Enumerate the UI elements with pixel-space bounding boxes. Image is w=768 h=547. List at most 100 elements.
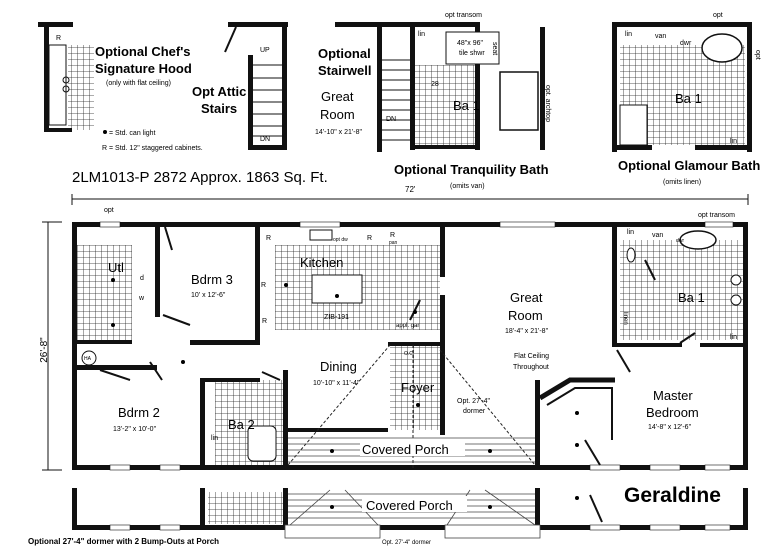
tub-icon <box>679 230 717 250</box>
tranquility-bath-note: (omits van) <box>450 183 485 190</box>
attic-stairs-inset: UP DN Opt Attic Stairs <box>192 22 288 150</box>
glamour-bath-title: Optional Glamour Bath <box>618 158 760 173</box>
attic-stairs-title-2: Stairs <box>201 101 237 116</box>
chefs-hood-note: (only with flat ceiling) <box>106 80 171 87</box>
chefs-hood-inset: R Optional Chef's Signature Hood (only w… <box>38 22 203 152</box>
alt-covered-porch-label: Covered Porch <box>366 498 453 513</box>
appliance-garage-label: appl. gar <box>396 323 419 329</box>
shower-size-label: 48"x 96" <box>457 40 484 47</box>
transom-label: opt transom <box>698 212 735 219</box>
bdrm3-size: 10' x 12'-6" <box>191 292 226 299</box>
master-bedroom-label: Master <box>653 388 693 403</box>
stairwell-title-2: Stairwell <box>318 63 371 78</box>
ba1-label: Ba 1 <box>678 290 705 305</box>
dwr-label: dwr <box>680 40 692 47</box>
lin-label: lin <box>418 31 425 38</box>
stairwell-room-size: 14'-10" x 21'-8" <box>315 129 362 136</box>
glamour-bath-inset: opt opt lin van dwr Ba 1 lin Optional Gl… <box>612 12 761 186</box>
main-floor-plan: Covered Porch opt Utl d w HA Bdrm 3 10' … <box>72 207 748 471</box>
kitchen-island <box>311 274 363 304</box>
plan-name: Geraldine <box>624 484 721 507</box>
covered-porch-label: Covered Porch <box>362 442 449 457</box>
dormer-label-2: dormer <box>463 408 486 415</box>
burner-icon <box>62 76 70 84</box>
lin-label: lin <box>211 435 218 442</box>
dining-label: Dining <box>320 359 357 374</box>
cabinet-r-label: R <box>390 232 395 239</box>
opt-label: opt <box>104 207 114 214</box>
shower-label: tile shwr <box>459 50 485 57</box>
stairwell-room-name: Great <box>321 89 354 104</box>
width-dimension: 72' <box>71 185 749 205</box>
toilet-icon <box>626 247 636 263</box>
legend-cabinets: R = Std. 12" staggered cabinets. <box>102 145 203 152</box>
depth-dim-label: 26'-8" <box>39 337 50 363</box>
alt-plan-caption: Optional 27'-4" dormer with 2 Bump-Outs … <box>28 537 219 546</box>
tranquility-bath-title: Optional Tranquility Bath <box>394 162 549 177</box>
up-label: UP <box>260 47 270 54</box>
sink-icon <box>730 294 742 306</box>
cabinet-r-label: R <box>262 318 267 325</box>
stairwell-dn-label: DN <box>386 116 396 123</box>
van-label: van <box>652 232 663 239</box>
master-bedroom-label-2: Bedroom <box>646 405 699 420</box>
linen-label: linen <box>622 312 628 325</box>
ceiling-note: Flat Ceiling <box>514 353 549 360</box>
lin-label: lin <box>627 229 634 236</box>
cabinet-r-label: R <box>367 235 372 242</box>
stairwell-title: Optional <box>318 46 371 61</box>
ha-label: HA <box>84 356 92 362</box>
archtop-label: opt. archtop <box>544 85 551 122</box>
legend-can-light: = Std. can light <box>109 130 156 137</box>
bdrm3-label: Bdrm 3 <box>191 272 233 287</box>
oc-label: O.C. <box>404 351 414 357</box>
tranquility-bath-inset: opt transom 48"x 96" tile shwr seat lin … <box>394 12 551 190</box>
island-label: ZIB-191 <box>324 314 349 321</box>
lin-label: lin <box>625 31 632 38</box>
model-line: 2LM1013-P 2872 Approx. 1863 Sq. Ft. <box>72 169 328 186</box>
width-dim-label: 72' <box>405 185 416 194</box>
can-light-icon <box>103 130 107 134</box>
tub-icon <box>247 425 277 462</box>
cabinet-r-label: R <box>266 235 271 242</box>
burner-icon <box>62 85 70 93</box>
stairwell-inset: DN Optional Stairwell Great Room 14'-10"… <box>315 22 475 152</box>
ba1-label: Ba 1 <box>675 91 702 106</box>
great-room-size: 18'-4" x 21'-8" <box>505 328 549 335</box>
lin-label-2: lin <box>730 138 737 145</box>
bdrm2-size: 13'-2" x 10'-0" <box>113 426 157 433</box>
stairwell-room-name-2: Room <box>320 107 355 122</box>
cabinet-r-label: R <box>56 35 61 42</box>
covered-porch: Covered Porch <box>288 437 535 463</box>
great-room-label-2: Room <box>508 308 543 323</box>
foyer-label: Foyer <box>401 380 435 395</box>
washer-label: w <box>138 295 145 302</box>
dimension-label: 28 <box>431 81 439 88</box>
master-bedroom-size: 14'-8" x 12'-6" <box>648 424 692 431</box>
seat-label: seat <box>491 42 498 55</box>
opt-label: opt <box>713 12 723 19</box>
kitchen-label: Kitchen <box>300 255 343 270</box>
glamour-bath-note: (omits linen) <box>663 179 701 186</box>
van-label: van <box>655 33 666 40</box>
cabinet-r-label: R <box>261 282 266 289</box>
attic-stairs-title: Opt Attic <box>192 84 246 99</box>
lin-label-2: lin <box>730 334 737 341</box>
dining-size: 10'-10" x 11'-4" <box>313 380 360 387</box>
depth-dimension: 26'-8" <box>39 221 62 471</box>
ba2-label: Ba 2 <box>228 417 255 432</box>
pantry-label: pan <box>389 240 398 246</box>
dn-label: DN <box>260 136 270 143</box>
tub-icon <box>701 33 743 63</box>
ha-icon <box>81 350 97 366</box>
alt-dormer-label: Opt. 27'-4" dormer <box>382 540 431 546</box>
opt-dw-label: opt dw <box>333 237 348 243</box>
chefs-hood-title-2: Signature Hood <box>95 61 192 76</box>
sink-icon <box>730 274 742 286</box>
chefs-hood-title: Optional Chef's <box>95 44 191 59</box>
can-lights <box>111 278 579 447</box>
shower-icon <box>619 104 648 146</box>
dryer-label: d <box>140 275 144 282</box>
transom-label: opt transom <box>445 12 482 19</box>
